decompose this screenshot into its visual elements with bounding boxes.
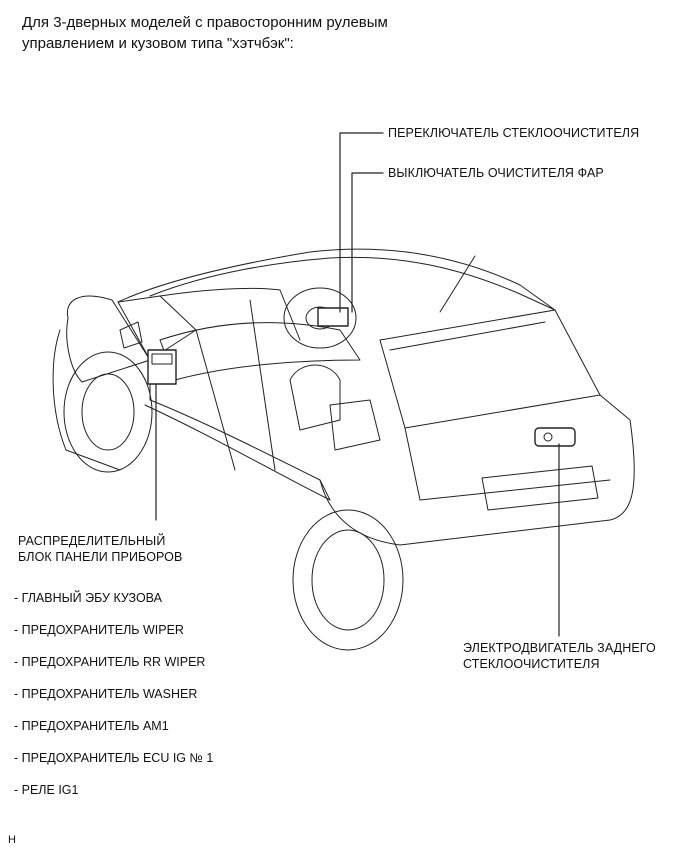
heading-line-2: управлением и кузовом типа "хэтчбэк":	[22, 35, 294, 52]
rear-wiper-motor-label-line-2: СТЕКЛООЧИСТИТЕЛЯ	[463, 657, 600, 671]
wiper-switch-leader	[339, 132, 384, 313]
junction-block-component	[147, 349, 177, 385]
junction-item: - ПРЕДОХРАНИТЕЛЬ ECU IG № 1	[14, 751, 214, 765]
license-plate	[481, 465, 599, 511]
combination-switch-component	[317, 307, 349, 327]
rear-wiper-motor-label-line-1: ЭЛЕКТРОДВИГАТЕЛЬ ЗАДНЕГО	[463, 641, 656, 655]
junction-block-contents: - ГЛАВНЫЙ ЭБУ КУЗОВА - ПРЕДОХРАНИТЕЛЬ WI…	[14, 590, 213, 814]
antenna	[439, 255, 476, 313]
junction-item: - ПРЕДОХРАНИТЕЛЬ RR WIPER	[14, 655, 206, 669]
wiper-switch-label: ПЕРЕКЛЮЧАТЕЛЬ СТЕКЛООЧИСТИТЕЛЯ	[388, 126, 640, 140]
car-roof	[117, 248, 556, 311]
car-hood	[66, 295, 151, 383]
corner-mark: H	[8, 834, 16, 846]
car-rear	[319, 394, 635, 546]
rear-wiper-motor-component	[534, 427, 576, 447]
steering-wheel	[283, 287, 357, 349]
rear-hatch	[379, 309, 601, 429]
car-roof-inner	[149, 256, 521, 297]
junction-item: - ПРЕДОХРАНИТЕЛЬ WIPER	[14, 623, 184, 637]
junction-item: - ГЛАВНЫЙ ЭБУ КУЗОВА	[14, 591, 162, 605]
car-side	[149, 359, 331, 501]
dashboard	[159, 322, 361, 381]
diagram-heading: Для 3-дверных моделей с правосторонним р…	[22, 12, 388, 54]
junction-item: - РЕЛЕ IG1	[14, 783, 79, 797]
junction-block-label: РАСПРЕДЕЛИТЕЛЬНЫЙ БЛОК ПАНЕЛИ ПРИБОРОВ	[18, 533, 182, 565]
rear-wheel	[292, 509, 404, 651]
side-mirror	[119, 321, 143, 349]
headlamp-switch-leader	[351, 172, 384, 313]
headlamp-cleaner-switch-label: ВЫКЛЮЧАТЕЛЬ ОЧИСТИТЕЛЯ ФАР	[388, 166, 604, 180]
junction-block-label-line-1: РАСПРЕДЕЛИТЕЛЬНЫЙ	[18, 534, 166, 548]
junction-item: - ПРЕДОХРАНИТЕЛЬ AM1	[14, 719, 169, 733]
junction-item: - ПРЕДОХРАНИТЕЛЬ WASHER	[14, 687, 198, 701]
junction-block-label-line-2: БЛОК ПАНЕЛИ ПРИБОРОВ	[18, 550, 183, 564]
front-wheel	[63, 351, 153, 473]
rear-wiper-motor-label: ЭЛЕКТРОДВИГАТЕЛЬ ЗАДНЕГО СТЕКЛООЧИСТИТЕЛ…	[463, 640, 656, 672]
heading-line-1: Для 3-дверных моделей с правосторонним р…	[22, 14, 388, 31]
